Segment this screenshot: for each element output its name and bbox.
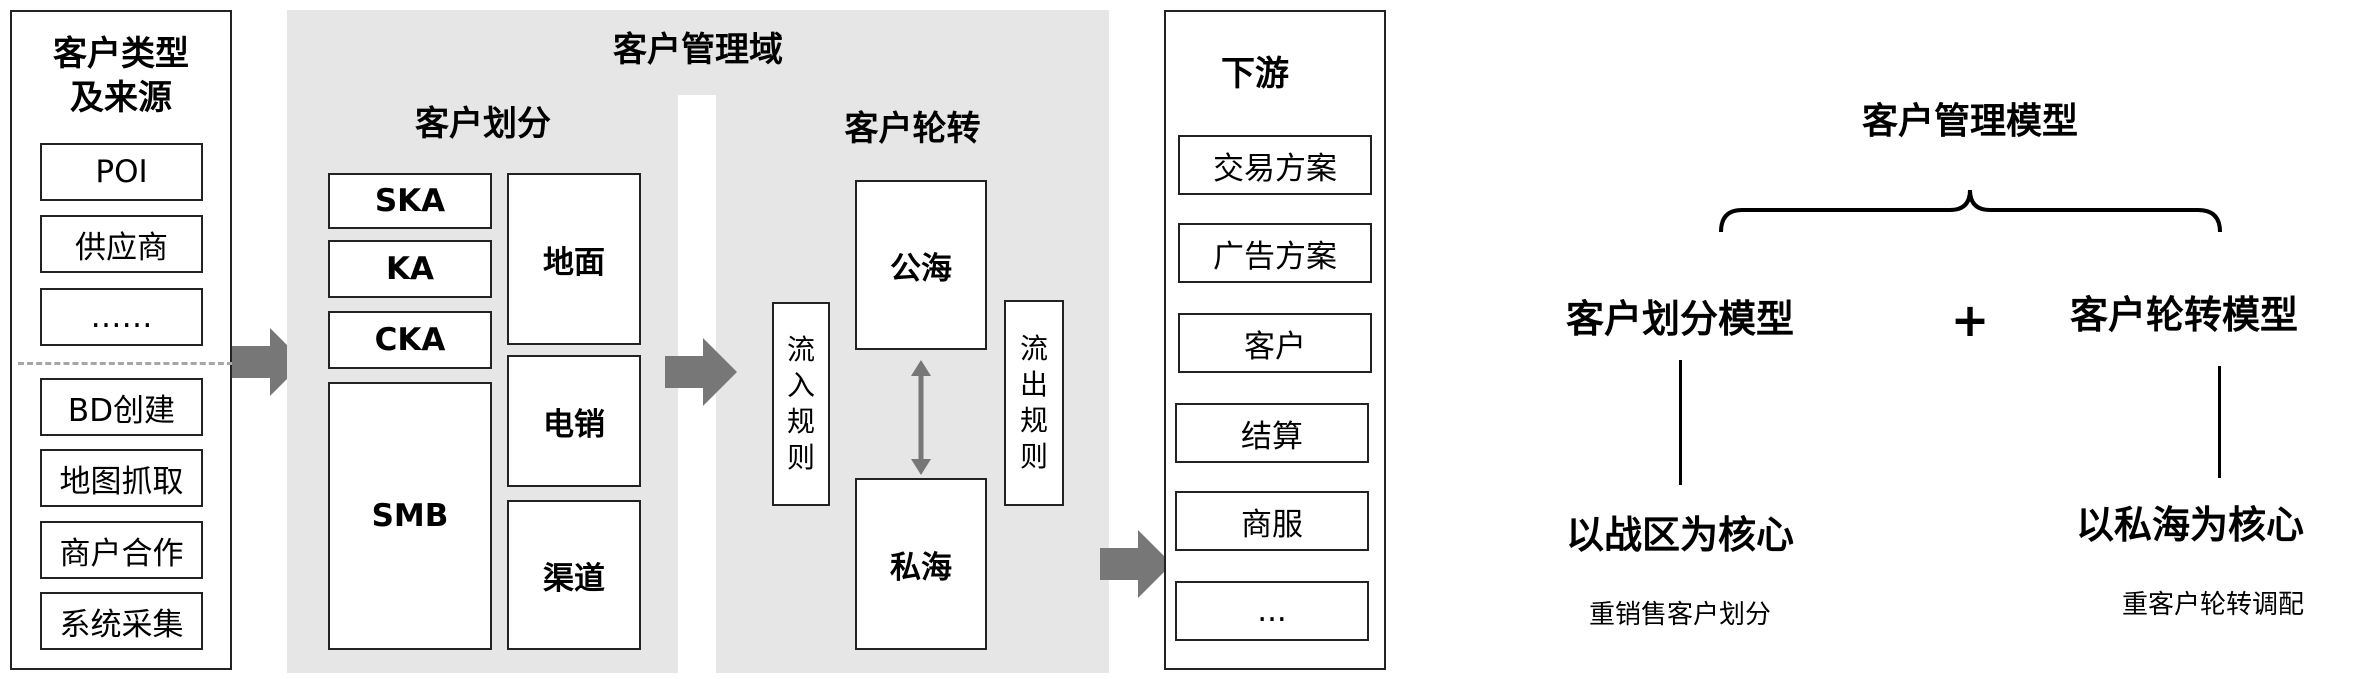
outflow-rule-label: 流出规则 [1019, 332, 1048, 473]
channel-telesales: 电销 [507, 355, 641, 487]
rotation-model-name: 客户轮转模型 [2070, 293, 2299, 337]
flow-arrow-2 [665, 338, 737, 406]
source-item-merchant-coop: 商户合作 [40, 521, 203, 579]
rotation-title: 客户轮转 [844, 109, 981, 149]
downstream-item-more: ... [1175, 581, 1369, 641]
domain-title: 客户管理域 [613, 30, 783, 70]
source-item-system-collect: 系统采集 [40, 592, 203, 650]
channel-ground: 地面 [507, 173, 641, 345]
division-model-core: 以战区为核心 [1565, 513, 1794, 557]
bidirectional-arrow [911, 360, 931, 475]
downstream-item-trade: 交易方案 [1178, 135, 1372, 195]
rotation-model-core: 以私海为核心 [2076, 503, 2305, 547]
source-item-supplier: 供应商 [40, 215, 203, 273]
division-model-name: 客户划分模型 [1565, 297, 1794, 341]
level-ka: KA [328, 240, 492, 298]
division-title: 客户划分 [415, 104, 551, 144]
level-smb: SMB [328, 382, 492, 650]
downstream-item-customer: 客户 [1178, 313, 1372, 373]
division-model-note: 重销售客户划分 [1588, 600, 1771, 630]
source-item-poi: POI [40, 143, 203, 201]
model-plus: + [1950, 293, 1990, 347]
source-item-more: …… [40, 288, 203, 346]
source-item-bd-created: BD创建 [40, 378, 203, 436]
level-ska: SKA [328, 173, 492, 229]
outflow-rule-box: 流出规则 [1004, 300, 1064, 506]
source-title: 客户类型 及来源 [53, 34, 189, 118]
flow-arrow-3 [1100, 530, 1172, 598]
downstream-item-ad: 广告方案 [1178, 223, 1372, 283]
channel-agent: 渠道 [507, 500, 641, 650]
downstream-item-settlement: 结算 [1175, 403, 1369, 463]
rotation-model-note: 重客户轮转调配 [2121, 590, 2304, 620]
source-divider [18, 362, 233, 365]
downstream-item-service: 商服 [1175, 491, 1369, 551]
inflow-rule-label: 流入规则 [786, 333, 815, 474]
private-sea-box: 私海 [855, 478, 987, 650]
level-cka: CKA [328, 311, 492, 369]
inflow-rule-box: 流入规则 [772, 302, 830, 506]
rotation-model-connector [2218, 366, 2221, 478]
downstream-title: 下游 [1221, 54, 1289, 94]
division-model-connector [1679, 360, 1682, 485]
flow-arrow-1 [232, 328, 304, 396]
source-item-map-crawl: 地图抓取 [40, 449, 203, 507]
model-brace [1719, 189, 2222, 233]
public-sea-box: 公海 [855, 180, 987, 350]
model-title: 客户管理模型 [1861, 101, 2078, 142]
